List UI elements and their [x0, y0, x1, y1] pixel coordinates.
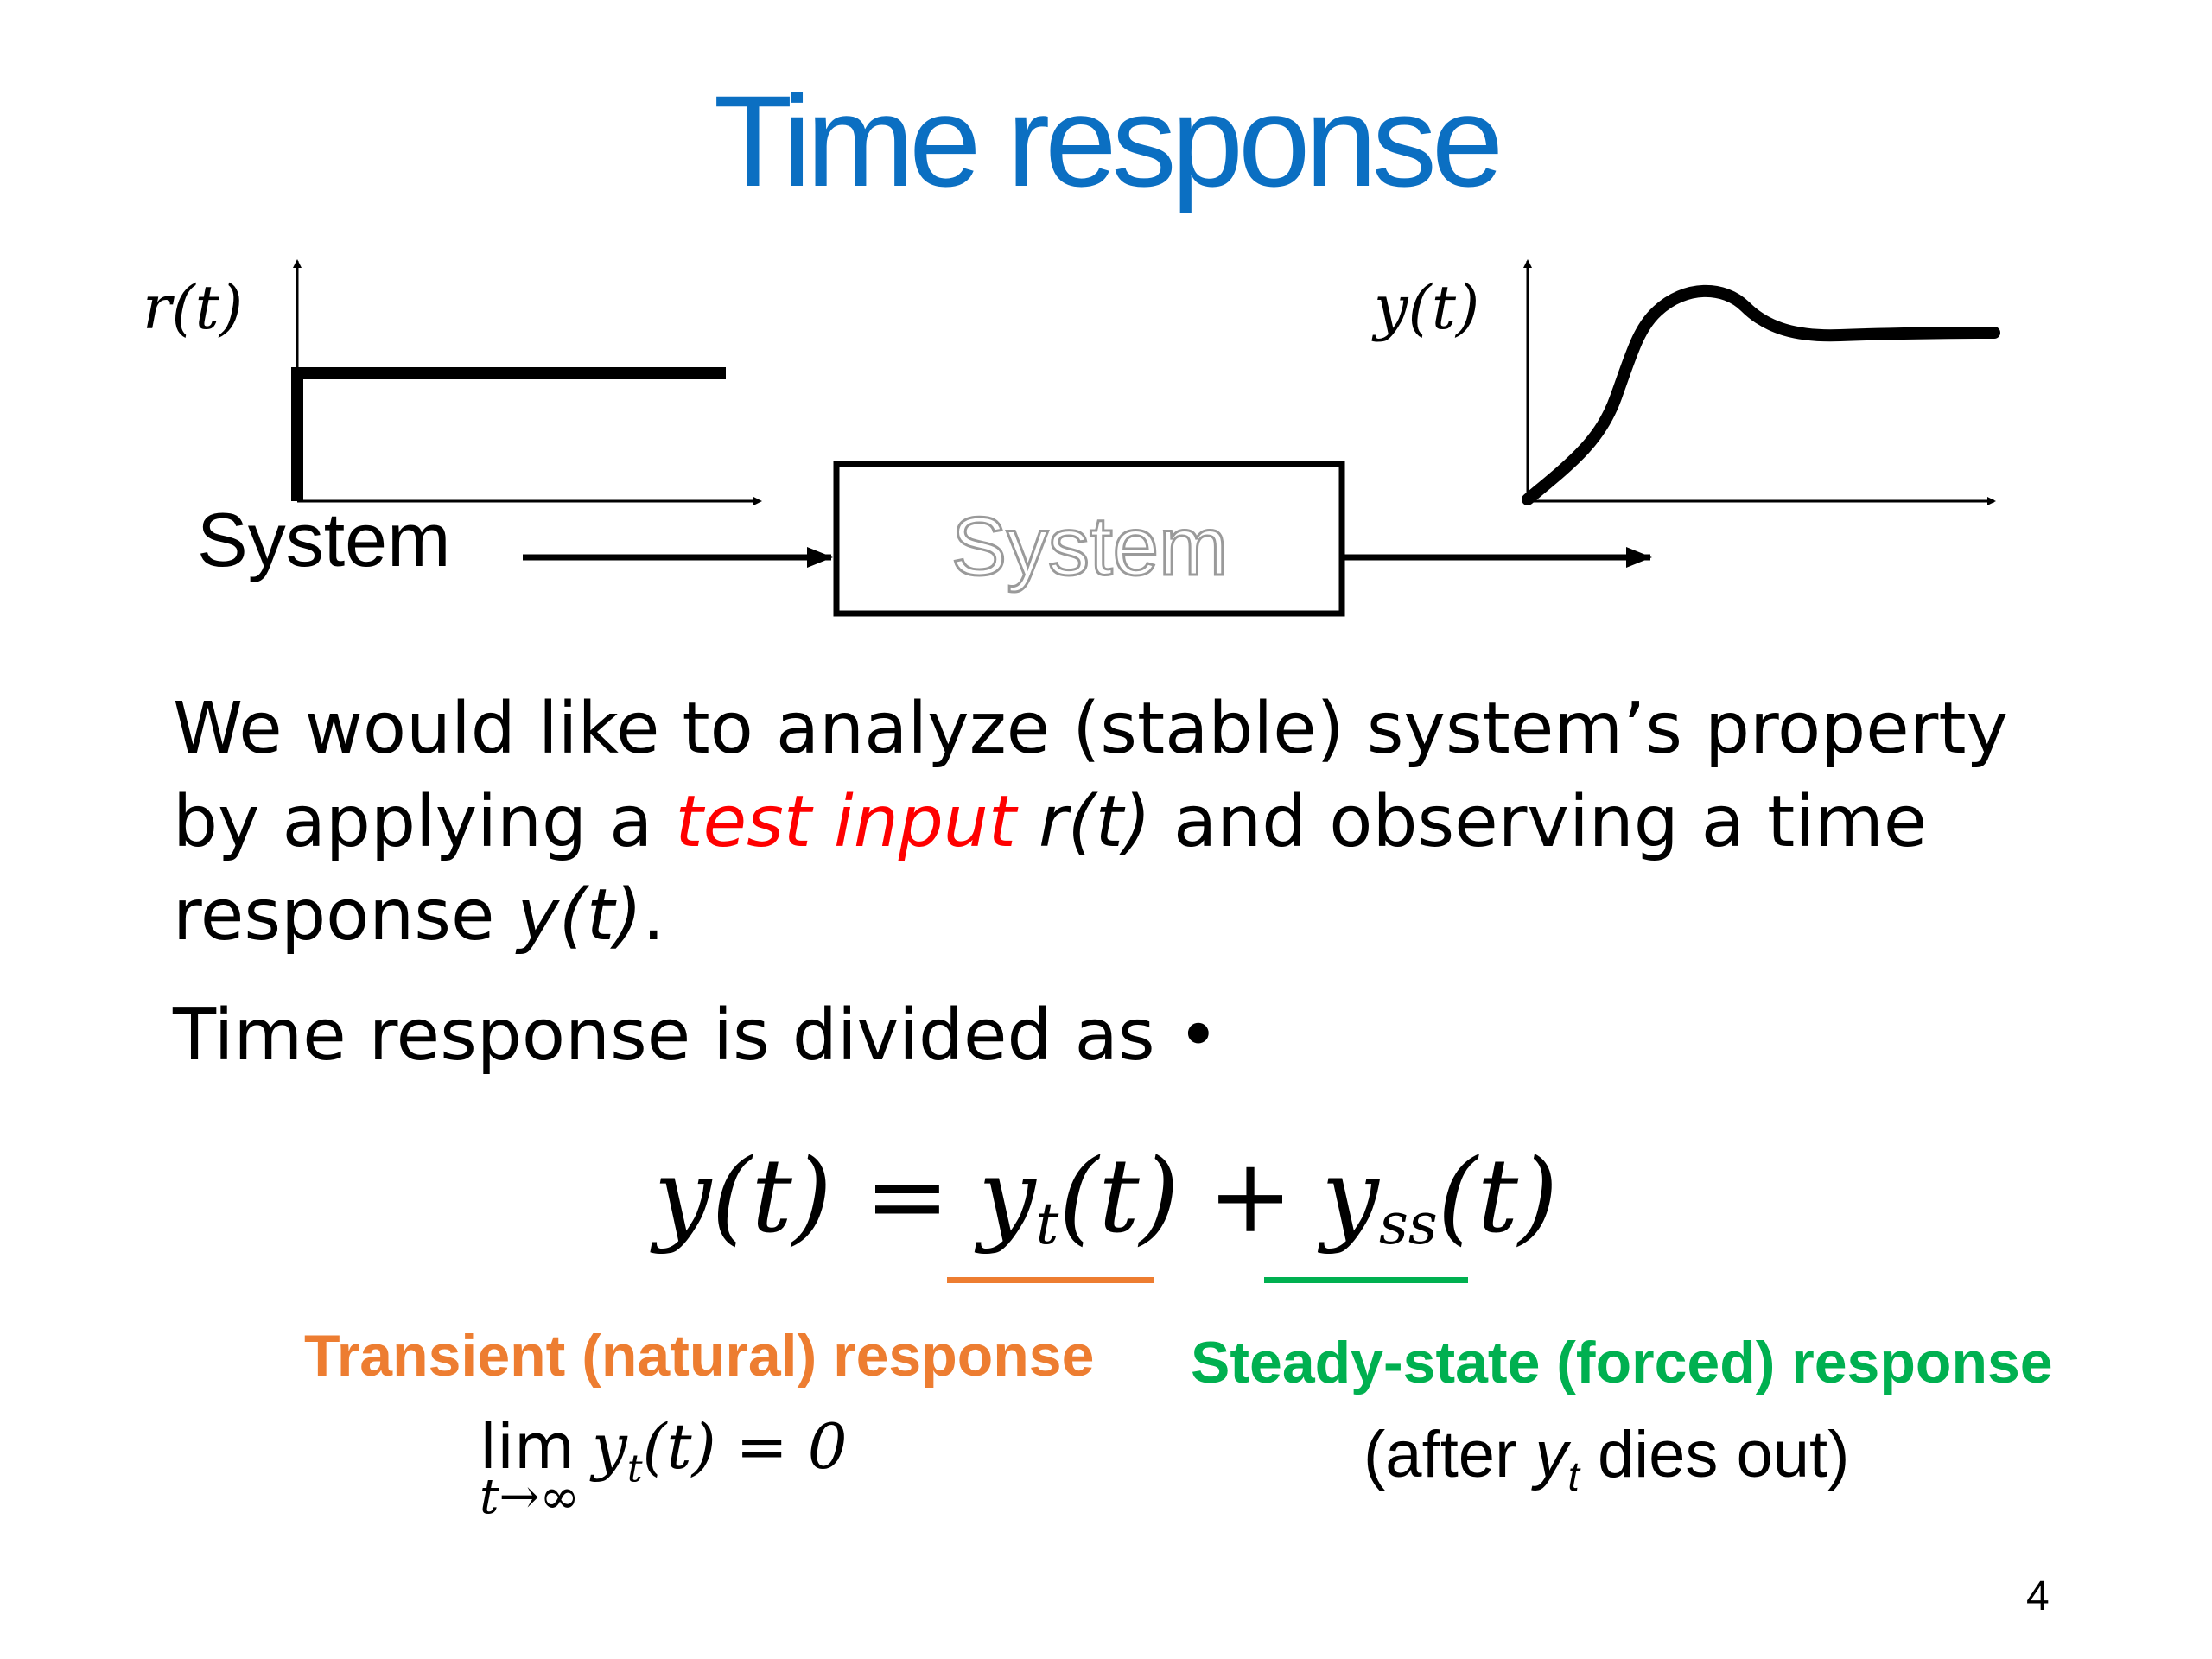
- after-post: dies out): [1579, 1418, 1850, 1491]
- division-paragraph: Time response is divided as •: [173, 995, 1219, 1077]
- input-symbol: r(t): [1039, 781, 1151, 863]
- after-note: (after yt dies out): [1363, 1417, 1849, 1501]
- eq-yt: y: [978, 1136, 1036, 1255]
- output-symbol: y(t): [517, 874, 643, 957]
- intro-text-1: We would like to analyze (stable) system…: [173, 688, 2009, 863]
- eq-lhs: y(t) =: [653, 1136, 950, 1255]
- eq-yt-sub: t: [1035, 1191, 1059, 1257]
- intro-text-3: .: [642, 874, 665, 957]
- transient-response-label: Transient (natural) response: [304, 1323, 1095, 1389]
- output-response-curve: [1522, 284, 2000, 505]
- eq-yss: y: [1321, 1136, 1379, 1255]
- step-input-curve: [291, 367, 726, 501]
- lim-expr-sub: t: [626, 1446, 643, 1491]
- page-number: 4: [2026, 1573, 2050, 1619]
- response-decomposition-equation: y(t) = yt(t) + yss(t): [0, 1145, 2212, 1253]
- after-sym-sub: t: [1567, 1454, 1580, 1501]
- eq-yss-arg: (t): [1437, 1136, 1559, 1255]
- transient-underline: [947, 1277, 1154, 1283]
- lim-expr-tail: (t) = 0: [642, 1410, 848, 1483]
- system-block: [833, 461, 1345, 617]
- steady-state-response-label: Steady-state (forced) response: [1191, 1330, 2053, 1395]
- eq-yt-arg: (t): [1058, 1136, 1179, 1255]
- eq-plus: +: [1207, 1136, 1294, 1255]
- output-axis-label: y(t): [1371, 272, 1479, 343]
- after-sym: y: [1535, 1418, 1568, 1491]
- intro-text-2: and observing a time response: [173, 781, 1928, 957]
- limit-subscript: t→∞: [480, 1469, 581, 1525]
- lim-word: lim: [480, 1410, 575, 1483]
- intro-text-space: [1016, 781, 1039, 863]
- limit-equation: lim yt(t) = 0: [480, 1410, 848, 1491]
- system-block-label: System: [951, 500, 1228, 593]
- input-label: System: [197, 497, 450, 582]
- intro-paragraph: We would like to analyze (stable) system…: [173, 683, 2074, 963]
- input-axis-label: r(t): [143, 272, 243, 343]
- slide-title: Time response: [713, 68, 1504, 213]
- test-input-highlight: test input: [675, 781, 1016, 863]
- steady-state-underline: [1264, 1277, 1468, 1283]
- output-plot: y(t): [1371, 259, 2000, 505]
- lim-expr: y: [592, 1410, 627, 1483]
- eq-yss-sub: ss: [1378, 1191, 1438, 1257]
- after-pre: (after: [1363, 1418, 1535, 1491]
- block-diagram: r(t) System System y(t): [143, 259, 2000, 617]
- input-plot: r(t): [143, 259, 762, 505]
